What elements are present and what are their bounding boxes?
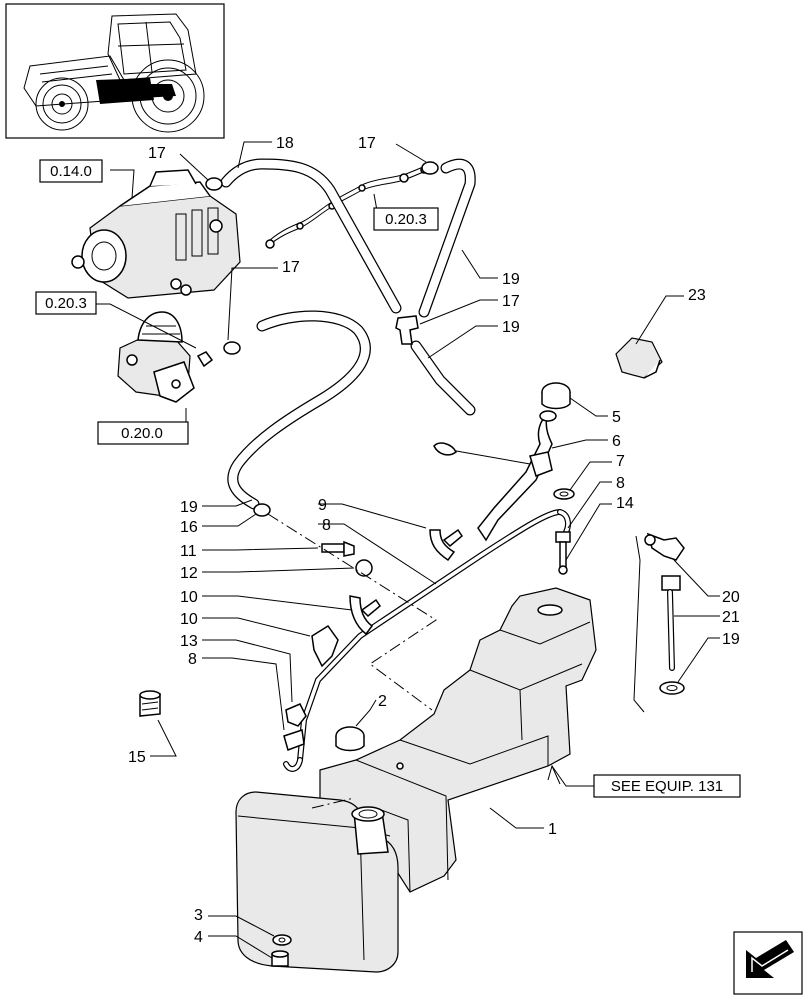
filler-cap-5: [541, 382, 571, 410]
leak-off-line-drawing: [265, 161, 435, 249]
callout-11: 10: [180, 611, 198, 628]
drain-plug-4: [271, 950, 289, 967]
ref-box-0-20-3-a: 0.20.3: [35, 291, 97, 315]
cover-23: [615, 337, 663, 379]
ref-label: 0.20.3: [45, 295, 87, 312]
tank-cap-2: [335, 726, 365, 752]
callout-19: 19: [502, 319, 520, 336]
clip-17: [205, 161, 439, 517]
clip-15: [283, 703, 307, 751]
pipe-22: [661, 575, 681, 671]
callout-8: 8: [616, 475, 625, 492]
clip-11: [311, 624, 339, 668]
see-equip-label: SEE EQUIP. 131: [611, 778, 723, 795]
ref-box-0-14-0: 0.14.0: [39, 159, 103, 183]
callout-10: 10: [180, 589, 198, 606]
injection-pump-drawing: [71, 169, 241, 299]
ref-label: 0.20.0: [121, 425, 163, 442]
callout-15: 13: [180, 633, 198, 650]
callout-17: 17: [148, 145, 166, 162]
plug-14: [139, 690, 161, 717]
next-page-arrow-icon[interactable]: [733, 931, 803, 995]
group-bracket-line: [633, 535, 645, 713]
callout-19: 19: [180, 499, 198, 516]
fuel-tank-1: [235, 587, 597, 973]
banjo-fitting-16: [555, 531, 571, 575]
ref-box-0-20-3-b: 0.20.3: [373, 207, 439, 231]
hose-19: [220, 158, 476, 510]
callout-17: 17: [282, 259, 300, 276]
alignment-lines: [267, 513, 437, 809]
callout-9: 8: [322, 517, 331, 534]
washer-20: [659, 681, 685, 695]
callout-4: 4: [194, 929, 203, 946]
pipe-9: [283, 509, 571, 772]
washer-13: [355, 559, 373, 577]
callout-19: 18: [276, 135, 294, 152]
callout-14: 15: [128, 749, 146, 766]
leader-lines: [96, 141, 720, 959]
callout-10: 9: [318, 497, 327, 514]
callout-23: 23: [688, 287, 706, 304]
elbow-21: [644, 532, 685, 561]
callout-7: 7: [616, 453, 625, 470]
callout-8: 8: [188, 651, 197, 668]
callout-13: 12: [180, 565, 198, 582]
ref-label: 0.14.0: [50, 163, 92, 180]
callout-3: 3: [194, 907, 203, 924]
washer-7: [553, 488, 575, 500]
ref-box-0-20-0: 0.20.0: [97, 421, 189, 445]
callout-1: 1: [548, 821, 557, 838]
callout-numbers: 17 18 17 17 19 17 19 23 5 6 7 8 14 9 8 1…: [128, 135, 740, 946]
ref-box-see-equip[interactable]: SEE EQUIP. 131: [593, 774, 741, 798]
filler-neck-6: [433, 410, 557, 542]
bracket-10: [349, 528, 463, 636]
callout-12: 11: [180, 543, 197, 560]
callout-19: 19: [502, 271, 520, 288]
callout-5: 5: [612, 409, 621, 426]
callout-17: 17: [358, 135, 376, 152]
callout-2: 2: [378, 693, 387, 710]
callout-17: 16: [180, 519, 198, 536]
callout-21: 20: [722, 589, 740, 606]
washer-3: [272, 934, 292, 946]
callout-18: 17: [502, 293, 520, 310]
t-connector-18: [395, 315, 419, 345]
tractor-thumbnail-icon: [5, 3, 225, 139]
callout-6: 6: [612, 433, 621, 450]
callout-16: 14: [616, 495, 634, 512]
callout-22: 21: [722, 609, 740, 626]
callout-20: 19: [722, 631, 740, 648]
bolt-12: [321, 540, 355, 557]
lift-pump-drawing: [117, 311, 214, 403]
ref-label: 0.20.3: [385, 211, 427, 228]
